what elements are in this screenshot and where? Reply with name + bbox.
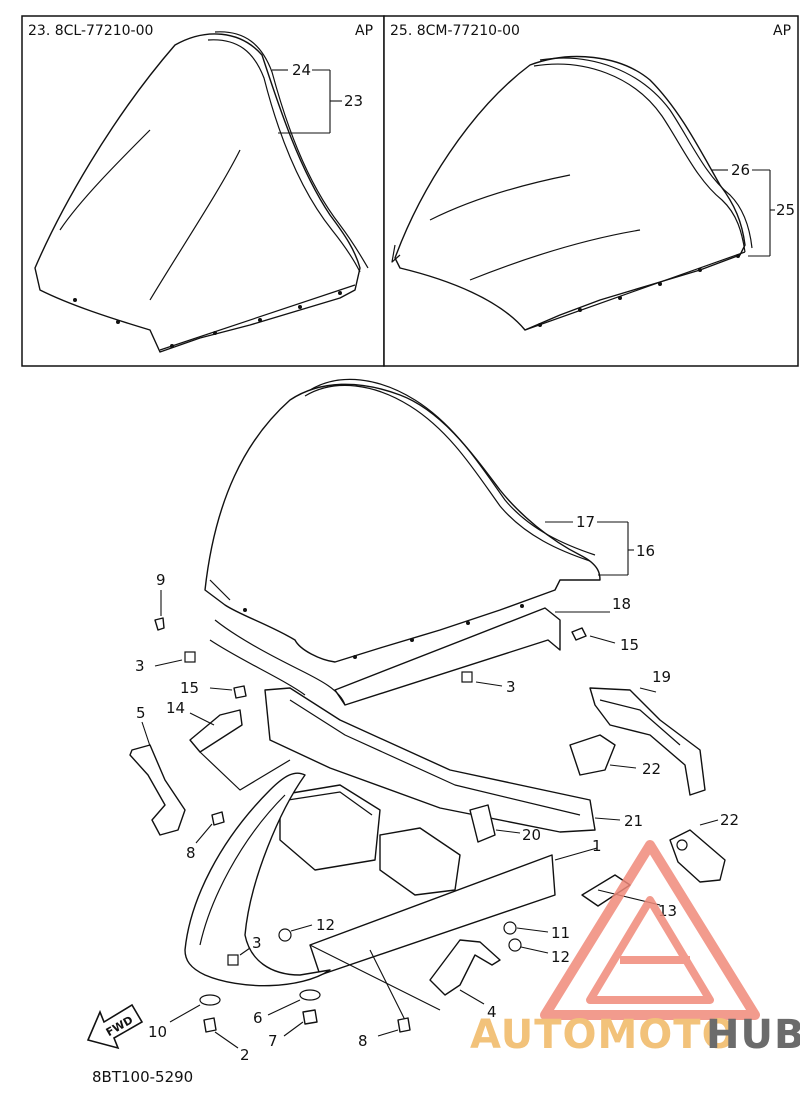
fwd-arrow-icon: FWD <box>86 1003 144 1050</box>
callout-15b: 15 <box>620 636 639 654</box>
callout-15a: 15 <box>180 679 199 697</box>
callout-21: 21 <box>624 812 643 830</box>
panel-left-code: 23. 8CL-77210-00 <box>28 23 153 39</box>
watermark-text: AUTOMOTO HUB <box>470 1012 800 1058</box>
callout-16: 16 <box>636 542 655 560</box>
callout-11: 11 <box>551 924 570 942</box>
watermark-logo-icon <box>540 840 760 1020</box>
windscreen-25 <box>394 55 746 331</box>
callout-2: 2 <box>240 1046 250 1064</box>
callout-9: 9 <box>156 571 166 589</box>
callout-18: 18 <box>612 595 631 613</box>
watermark-part2: HUB <box>706 1012 800 1058</box>
inset-panel-right: 25. 8CM-77210-00 AP 26 25 <box>383 15 799 367</box>
callout-24: 24 <box>292 61 311 79</box>
callout-3c: 3 <box>252 934 262 952</box>
inset-panel-left: 23. 8CL-77210-00 AP 24 23 <box>21 15 385 367</box>
callout-20: 20 <box>522 826 541 844</box>
watermark-part1: AUTOMOTO <box>470 1012 737 1058</box>
callout-7: 7 <box>268 1032 278 1050</box>
panel-right-tag: AP <box>773 23 791 39</box>
main-windscreen: 17 16 <box>204 378 655 663</box>
callout-6: 6 <box>253 1009 263 1027</box>
callout-22b: 22 <box>720 811 739 829</box>
callout-19: 19 <box>652 668 671 686</box>
callout-14: 14 <box>166 699 185 717</box>
fairing-assembly: 18 15 3 9 3 15 14 5 21 <box>129 571 739 1064</box>
callout-3b: 3 <box>506 678 516 696</box>
callout-8a: 8 <box>186 844 196 862</box>
callout-23: 23 <box>344 92 363 110</box>
panel-left-tag: AP <box>355 23 373 39</box>
callout-4: 4 <box>487 1003 497 1021</box>
callout-5: 5 <box>136 704 146 722</box>
diagram-code: 8BT100-5290 <box>92 1068 193 1086</box>
panel-right-code: 25. 8CM-77210-00 <box>390 23 520 39</box>
callout-12a: 12 <box>316 916 335 934</box>
callout-26: 26 <box>731 161 750 179</box>
callout-25: 25 <box>776 201 795 219</box>
callout-8b: 8 <box>358 1032 368 1050</box>
callout-12b: 12 <box>551 948 570 966</box>
callout-3a: 3 <box>135 657 145 675</box>
callout-17: 17 <box>576 513 595 531</box>
callout-1: 1 <box>592 837 602 855</box>
callout-10: 10 <box>148 1023 167 1041</box>
callout-22a: 22 <box>642 760 661 778</box>
